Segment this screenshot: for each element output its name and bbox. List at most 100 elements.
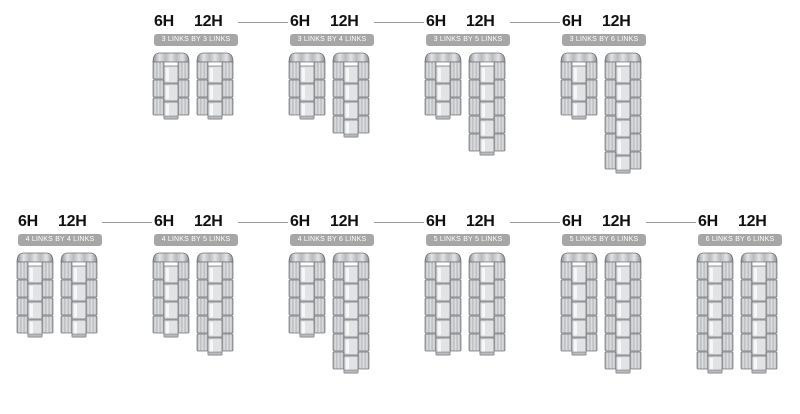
strap-end-piece (560, 52, 598, 63)
strap-link (424, 333, 462, 356)
twelve-oclock-strap (332, 252, 370, 374)
strap-link (560, 97, 598, 120)
strap-link (288, 61, 326, 84)
strap-end-piece (152, 252, 190, 263)
strap-link (196, 79, 234, 102)
six-oclock-strap (152, 252, 190, 338)
group-connector-line (238, 22, 288, 23)
strap-link (740, 297, 778, 320)
strap-link (604, 261, 642, 284)
strap-link (424, 261, 462, 284)
strap-link (604, 97, 642, 120)
strap-link (332, 115, 370, 138)
strap-link (332, 61, 370, 84)
strap-end-piece (468, 252, 506, 263)
link-count-badge: 6 links by 6 links (698, 234, 782, 246)
strap-end-piece (196, 52, 234, 63)
size-option-group: 6H 12H 6 links by 6 links (692, 212, 788, 412)
strap-end-piece (424, 52, 462, 63)
strap-link (604, 333, 642, 356)
strap-link (424, 79, 462, 102)
group-connector-line (510, 222, 560, 223)
strap-link (196, 315, 234, 338)
strap-link (468, 115, 506, 138)
six-oclock-strap (560, 52, 598, 120)
strap-link (696, 333, 734, 356)
twelve-oclock-label: 12H (738, 213, 767, 230)
twelve-oclock-label: 12H (330, 213, 359, 230)
strap-link (332, 333, 370, 356)
twelve-oclock-label: 12H (330, 13, 359, 30)
six-oclock-strap (560, 252, 598, 356)
six-oclock-label: 6H (290, 213, 310, 230)
strap-end-piece (604, 52, 642, 63)
strap-link (560, 261, 598, 284)
strap-link (332, 261, 370, 284)
strap-link (424, 97, 462, 120)
six-oclock-label: 6H (426, 213, 446, 230)
link-count-badge: 5 links by 6 links (562, 234, 646, 246)
strap-link (60, 279, 98, 302)
strap-link (468, 61, 506, 84)
strap-end-piece (332, 252, 370, 263)
twelve-oclock-label: 12H (466, 13, 495, 30)
twelve-oclock-strap (604, 52, 642, 174)
strap-link (196, 333, 234, 356)
twelve-oclock-strap (468, 52, 506, 156)
strap-link (740, 351, 778, 374)
six-oclock-label: 6H (154, 13, 174, 30)
twelve-oclock-label: 12H (466, 213, 495, 230)
six-oclock-strap (424, 52, 462, 120)
strap-link (196, 297, 234, 320)
group-connector-line (510, 22, 560, 23)
six-oclock-strap (152, 52, 190, 120)
link-count-badge: 3 links by 3 links (154, 34, 238, 46)
strap-end-piece (696, 252, 734, 263)
link-count-badge: 5 links by 5 links (426, 234, 510, 246)
twelve-oclock-label: 12H (194, 13, 223, 30)
group-connector-line (646, 222, 696, 223)
strap-link (152, 61, 190, 84)
strap-link (332, 351, 370, 374)
strap-link (604, 297, 642, 320)
twelve-oclock-strap (468, 252, 506, 356)
twelve-oclock-strap (60, 252, 98, 338)
group-connector-line (374, 22, 424, 23)
strap-link (152, 261, 190, 284)
strap-link (332, 297, 370, 320)
twelve-oclock-label: 12H (602, 213, 631, 230)
position-labels: 6H 12H (284, 12, 380, 32)
strap-link (468, 133, 506, 156)
group-connector-line (374, 222, 424, 223)
six-oclock-strap (288, 52, 326, 120)
strap-link (468, 97, 506, 120)
strap-link (332, 97, 370, 120)
six-oclock-label: 6H (154, 213, 174, 230)
strap-link (196, 97, 234, 120)
position-labels: 6H 12H (692, 212, 788, 232)
size-option-group: 6H 12H 5 links by 5 links (420, 212, 516, 412)
strap-link (604, 133, 642, 156)
link-count-badge: 3 links by 5 links (426, 34, 510, 46)
strap-link (424, 279, 462, 302)
strap-link (468, 79, 506, 102)
six-oclock-label: 6H (290, 13, 310, 30)
strap-link (604, 279, 642, 302)
strap-link (288, 297, 326, 320)
strap-link (604, 315, 642, 338)
twelve-oclock-strap (604, 252, 642, 374)
strap-end-piece (604, 252, 642, 263)
strap-link (332, 315, 370, 338)
strap-end-piece (288, 52, 326, 63)
six-oclock-strap (16, 252, 54, 338)
six-oclock-label: 6H (698, 213, 718, 230)
six-oclock-strap (696, 252, 734, 374)
six-oclock-label: 6H (562, 13, 582, 30)
strap-link (696, 279, 734, 302)
